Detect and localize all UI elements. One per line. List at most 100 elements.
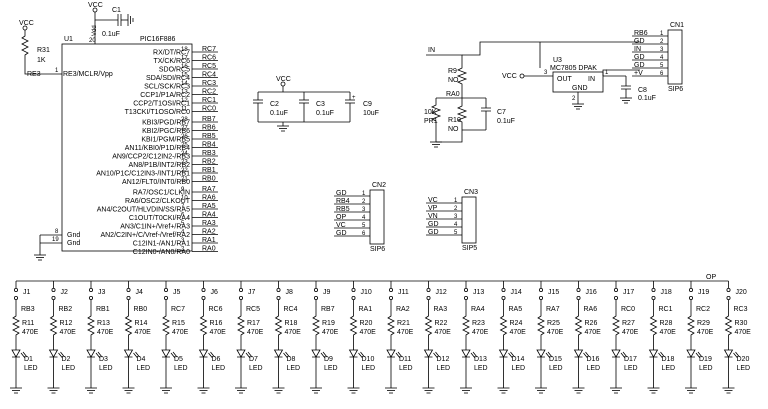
led-type: LED	[24, 365, 38, 372]
resistor-value: 470E	[585, 329, 602, 336]
connector-ref: CN1	[670, 22, 684, 29]
led-net: RC4	[284, 306, 298, 313]
ground-icon	[385, 387, 397, 394]
jumper-pin	[463, 295, 468, 300]
vdd-pin-label: Vdd	[92, 25, 98, 36]
decoupling-c1: VCC C1 0.1uF	[88, 2, 134, 38]
gnd-label-1: Gnd	[67, 232, 80, 239]
resistor-value: 470E	[172, 329, 189, 336]
jumper-pin	[501, 295, 506, 300]
jumper-ref: J4	[136, 289, 144, 296]
resistor-value: 470E	[472, 329, 489, 336]
resistor-ref: R25	[547, 320, 560, 327]
jumper-pin	[89, 295, 94, 300]
ground-icon	[422, 387, 435, 394]
connector-net: VP	[428, 205, 438, 212]
led-ref: D15	[549, 356, 562, 363]
led-net: RC0	[621, 306, 635, 313]
ic-pin-net: RC0	[202, 106, 216, 113]
connector-pin-number: 1	[362, 191, 366, 197]
led-type: LED	[362, 365, 376, 372]
ic-pin-net: RB1	[202, 167, 216, 174]
resistor-ref: R20	[360, 320, 373, 327]
resistor-ref: R11	[22, 320, 34, 327]
reset-pullup: VCC R31 1K	[19, 20, 50, 75]
connector-net: RB6	[634, 30, 648, 37]
jumper-pin	[313, 295, 318, 300]
gnd-pin-8: 8	[55, 229, 59, 235]
ic-pin-function: SCL/SCK/RC3	[144, 84, 190, 91]
jumper-ref: J3	[98, 289, 106, 296]
ic-pin-function: AN10/P1C/C12IN3-/INT1/RB1	[96, 171, 190, 178]
connector-type: SIP5	[462, 245, 477, 252]
ic-pin-number: 16	[181, 64, 188, 70]
ic-pin-number: 26	[181, 134, 188, 140]
ic-pin-net: RA1	[202, 237, 216, 244]
jumper-pin	[351, 287, 356, 292]
jumper-pin	[351, 295, 356, 300]
ic-pin-function: AN11/KBI0/P1D/RB4	[125, 145, 190, 152]
jumper-ref: J18	[661, 289, 672, 296]
led-type: LED	[512, 365, 526, 372]
mclr-net: RE3	[27, 71, 41, 78]
ground-icon	[310, 387, 322, 394]
resistor-value: 470E	[210, 329, 227, 336]
connector-net: GD	[634, 62, 645, 69]
pot-in-label: IN	[428, 47, 435, 54]
r9-value: NO	[448, 77, 459, 84]
ic-pin-function: SDA/SDI/RC4	[146, 75, 190, 82]
jumper-pin	[614, 295, 619, 300]
ground-icon	[572, 387, 585, 394]
connector-net: VN	[428, 213, 438, 220]
bank-vcc-label: VCC	[276, 76, 291, 83]
ground-icon	[497, 387, 510, 394]
r9-ref: R9	[448, 68, 457, 75]
ic-pin-net: RB6	[202, 125, 216, 132]
ic-pin-function: CCP2/T1OSI/RC1	[133, 101, 190, 108]
jumper-pin	[426, 287, 431, 292]
ic-pin-net: RB3	[202, 150, 216, 157]
jumper-ref: J10	[361, 289, 372, 296]
resistor-value: 470E	[697, 329, 714, 336]
connector-pin-number: 2	[362, 199, 366, 205]
jumper-ref: J17	[623, 289, 634, 296]
ic-pin-number: 23	[181, 160, 188, 166]
resistor-ref: R27	[622, 320, 635, 327]
resistor-value: 470E	[360, 329, 377, 336]
ic-pin-net: RA2	[202, 229, 216, 236]
led-net: RA6	[584, 306, 598, 313]
ground-icon	[610, 387, 622, 394]
reg-pin3: 3	[544, 70, 548, 76]
ic-pin-number: 25	[181, 143, 188, 149]
ic-pin-number: 7	[181, 204, 185, 210]
resistor-ref: R18	[285, 320, 298, 327]
jumper-ref: J2	[61, 289, 69, 296]
connector-pin-number: 5	[362, 223, 366, 229]
jumper-pin	[276, 295, 281, 300]
ic-pin-function: AN2/C2IN+/C/Vref-/Vref/RA2	[100, 232, 190, 239]
led-net: RA3	[434, 306, 448, 313]
ic-pin-number: 18	[181, 47, 188, 53]
jumper-pin	[163, 295, 168, 300]
ic-pin-number: 2	[181, 247, 185, 253]
resistor-value: 470E	[247, 329, 264, 336]
resistor-value: 470E	[97, 329, 114, 336]
ic-pin-number: 24	[181, 151, 188, 157]
reg-out-label: OUT	[557, 76, 573, 83]
ic-part: PIC16F886	[140, 36, 176, 43]
connector-pin-number: 4	[454, 222, 458, 228]
jumper-pin	[539, 295, 544, 300]
ic-pin-number: 5	[181, 221, 185, 227]
resistor-ref: R26	[585, 320, 598, 327]
led-net: RA2	[396, 306, 410, 313]
pr1-value: 10K	[424, 109, 437, 116]
ic-pin-net: RC2	[202, 89, 216, 96]
jumper-pin	[426, 295, 431, 300]
ground-icon	[272, 387, 285, 394]
connector-pin-number: 6	[660, 71, 664, 77]
